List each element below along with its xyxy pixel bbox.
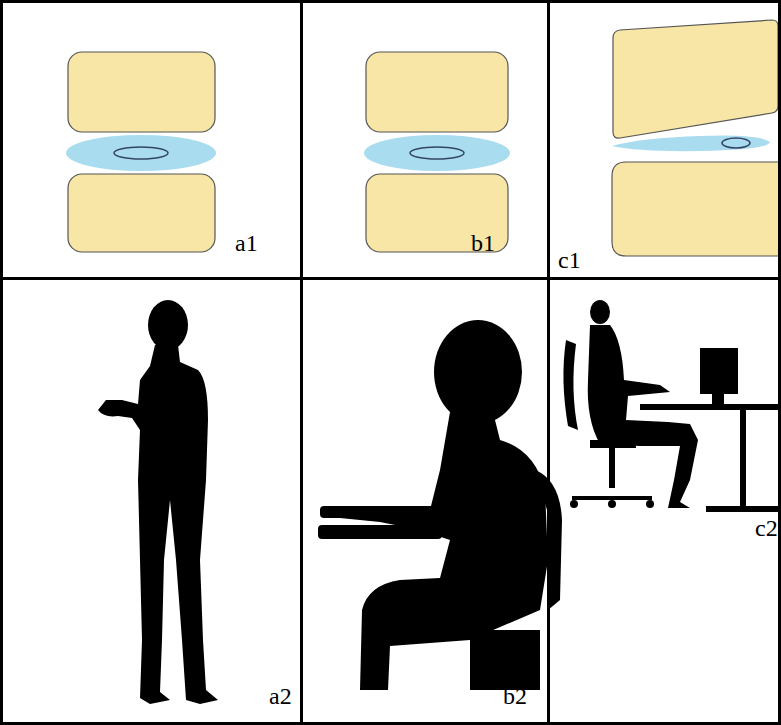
spine-segment [66,52,216,252]
caster [570,500,578,508]
head [590,300,610,324]
chair-post [609,448,615,488]
standing-silhouette [98,300,218,704]
body [98,345,218,704]
panel-label: a1 [235,231,258,255]
spine-segment [612,20,781,256]
keyboard-tray [318,525,442,539]
vertebra [612,162,781,256]
desk-foot [706,506,781,512]
vertebra [366,52,508,132]
vertebra [68,52,215,132]
vertebra [613,20,778,138]
vertebra [68,174,215,252]
desk-leg [740,410,746,510]
head [148,300,188,350]
disc [612,136,770,152]
chair-back [563,340,578,430]
desk-silhouette [563,300,781,512]
chair-base [572,496,652,500]
caster [608,500,616,508]
panel-label: a2 [269,684,292,708]
seated-silhouette [318,320,562,690]
caster [646,500,654,508]
spine-segment [364,52,510,252]
nucleus [722,138,750,148]
chair-seat [590,440,636,448]
keyboard [320,506,440,518]
disc [364,135,510,171]
figure-cell: a1 [0,0,303,280]
nucleus [410,147,464,159]
figure-cell: c2 [547,277,781,725]
body [336,412,548,690]
figure-cell: b1 [300,0,550,280]
head [434,320,522,424]
chair-base [470,630,540,690]
panel-label: c2 [755,516,778,540]
figure-cell: c1 [547,0,781,280]
disc [66,135,216,171]
figure-cell: a2 [0,277,303,725]
panel-label: b2 [503,684,527,708]
body [588,325,698,508]
nucleus [114,147,168,159]
figure-cell: b2 [300,277,550,725]
panel-label: b1 [471,231,495,255]
monitor [700,348,738,394]
panel-label: c1 [558,248,581,272]
desk-top [640,404,781,410]
